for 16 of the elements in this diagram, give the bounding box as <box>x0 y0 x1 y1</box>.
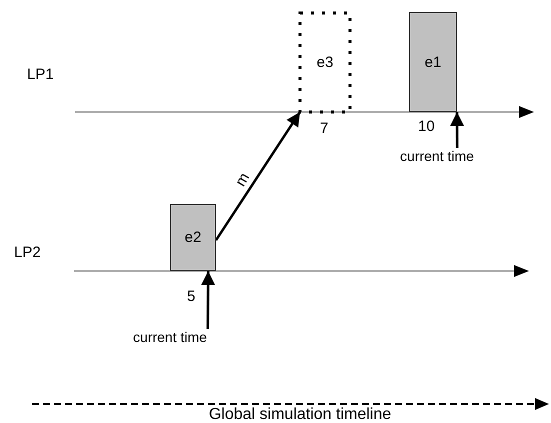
event-label: e1 <box>424 54 442 70</box>
event-label: e3 <box>316 54 334 71</box>
timeline-label: Global simulation timeline <box>208 406 392 423</box>
process-label: LP1 <box>27 66 54 83</box>
process-label: LP2 <box>14 244 41 261</box>
timestamp: 5 <box>187 288 196 305</box>
current-time-label: current time <box>400 148 474 164</box>
event-label: e2 <box>184 229 202 246</box>
arrow <box>214 111 302 241</box>
timestamp: 7 <box>320 120 328 137</box>
current-time-label: current time <box>133 329 207 345</box>
arrow <box>201 271 216 329</box>
event-box <box>409 12 457 112</box>
event-box <box>170 204 216 271</box>
timestamp: 10 <box>418 118 435 135</box>
arrow <box>450 112 464 148</box>
